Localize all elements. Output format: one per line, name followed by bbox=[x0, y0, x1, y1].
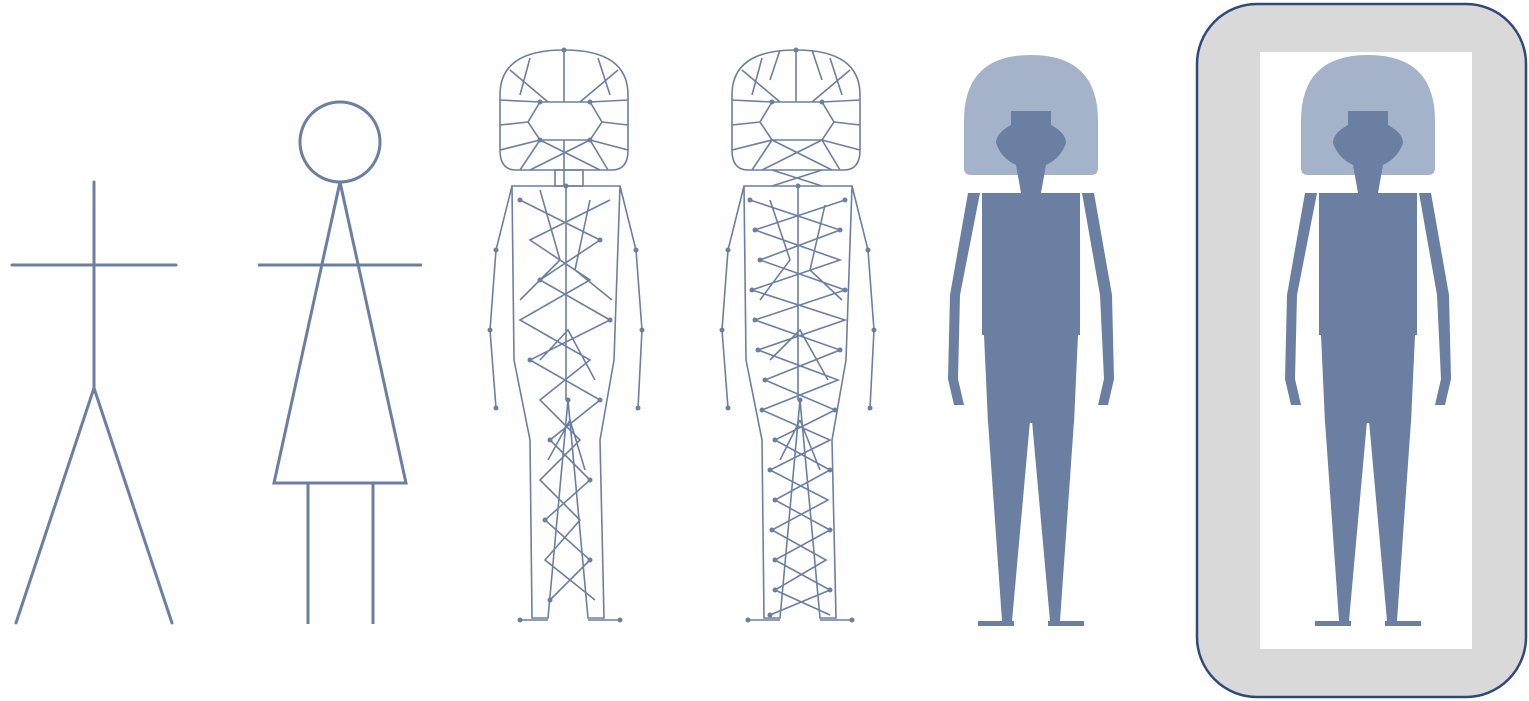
stick-figure bbox=[12, 182, 176, 623]
triangle-figure bbox=[258, 102, 422, 624]
selected-figure-panel[interactable] bbox=[1197, 4, 1526, 697]
sparse-mesh-figure bbox=[488, 48, 645, 623]
dense-mesh-figure bbox=[720, 48, 877, 623]
solid-figure bbox=[948, 55, 1114, 627]
